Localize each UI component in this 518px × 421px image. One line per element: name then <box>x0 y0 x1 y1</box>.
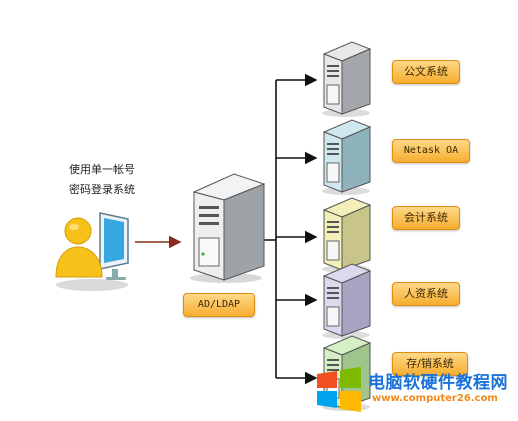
watermark-title: 电脑软硬件教程网 <box>368 373 508 393</box>
central-server-icon <box>190 173 266 283</box>
system-label-3: 会计系统 <box>392 206 460 230</box>
watermark-logo-icon <box>317 367 361 412</box>
system-label-4: 人资系统 <box>392 282 460 306</box>
watermark-url: www.computer26.com <box>372 393 498 404</box>
system-label-2: Netask OA <box>392 139 470 163</box>
central-server-label: AD/LDAP <box>183 293 255 317</box>
system-label-5: 存/销系统 <box>392 352 468 376</box>
server-icon-1 <box>322 41 372 117</box>
user-caption-line1: 使用单一帐号 <box>69 163 135 176</box>
system-label-1: 公文系统 <box>392 60 460 84</box>
server-icon-2 <box>322 119 372 195</box>
user-caption-line2: 密码登录系统 <box>69 183 135 196</box>
server-icon-4 <box>322 263 372 339</box>
user-caption: 使用单一帐号 密码登录系统 <box>52 160 152 200</box>
user-computer-icon <box>55 212 129 291</box>
